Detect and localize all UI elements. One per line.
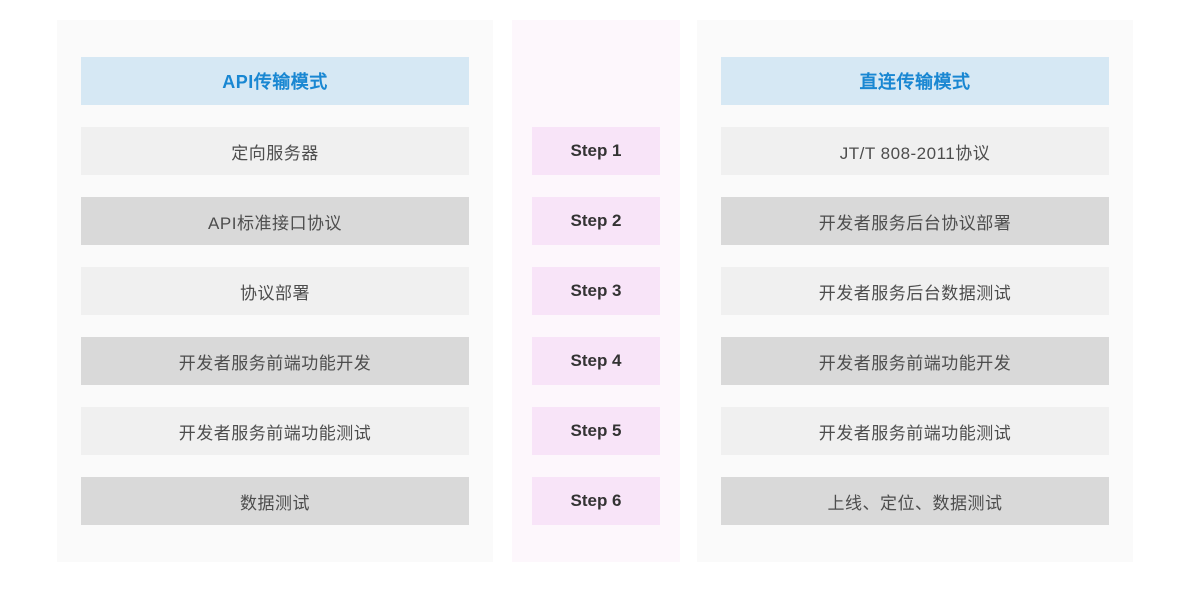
direct-mode-step-row: JT/T 808-2011协议 (721, 127, 1109, 175)
step-badge: Step 4 (532, 337, 660, 385)
api-mode-panel: API传输模式 定向服务器 API标准接口协议 协议部署 开发者服务前端功能开发… (57, 20, 493, 562)
api-mode-step-label: 定向服务器 (231, 143, 319, 163)
api-mode-step-row: API标准接口协议 (81, 197, 469, 245)
direct-mode-header-label: 直连传输模式 (859, 72, 971, 92)
direct-mode-step-label: 开发者服务前端功能开发 (818, 353, 1012, 373)
api-mode-step-row: 开发者服务前端功能开发 (81, 337, 469, 385)
step-badge-label: Step 5 (570, 421, 622, 440)
direct-mode-header: 直连传输模式 (721, 57, 1109, 105)
step-badge-label: Step 2 (570, 211, 622, 230)
step-badge: Step 3 (532, 267, 660, 315)
direct-mode-step-row: 开发者服务后台数据测试 (721, 267, 1109, 315)
direct-mode-step-row: 开发者服务前端功能测试 (721, 407, 1109, 455)
api-mode-step-label: 开发者服务前端功能测试 (178, 423, 372, 443)
direct-mode-step-label: 上线、定位、数据测试 (827, 493, 1003, 513)
step-badge: Step 5 (532, 407, 660, 455)
api-mode-step-row: 开发者服务前端功能测试 (81, 407, 469, 455)
step-badge-label: Step 3 (570, 281, 622, 300)
steps-panel: Step 1 Step 2 Step 3 Step 4 Step 5 Step … (512, 20, 680, 562)
direct-mode-step-label: 开发者服务后台协议部署 (818, 213, 1012, 233)
direct-mode-step-label: 开发者服务前端功能测试 (818, 423, 1012, 443)
direct-mode-step-row: 开发者服务前端功能开发 (721, 337, 1109, 385)
api-mode-header: API传输模式 (81, 57, 469, 105)
step-badge: Step 1 (532, 127, 660, 175)
step-badge-label: Step 6 (570, 491, 622, 510)
api-mode-step-label: 协议部署 (240, 283, 310, 303)
direct-mode-step-row: 开发者服务后台协议部署 (721, 197, 1109, 245)
api-mode-step-label: 开发者服务前端功能开发 (178, 353, 372, 373)
api-mode-step-row: 协议部署 (81, 267, 469, 315)
step-badge: Step 2 (532, 197, 660, 245)
step-badge-label: Step 1 (570, 141, 622, 160)
api-mode-step-row: 定向服务器 (81, 127, 469, 175)
direct-mode-step-label: JT/T 808-2011协议 (839, 143, 991, 163)
api-mode-header-label: API传输模式 (222, 72, 328, 92)
direct-mode-step-row: 上线、定位、数据测试 (721, 477, 1109, 525)
step-badge-label: Step 4 (570, 351, 622, 370)
api-mode-step-label: API标准接口协议 (208, 213, 342, 233)
step-badge: Step 6 (532, 477, 660, 525)
api-mode-step-label: 数据测试 (240, 493, 310, 513)
direct-mode-step-label: 开发者服务后台数据测试 (818, 283, 1012, 303)
api-mode-step-row: 数据测试 (81, 477, 469, 525)
direct-mode-panel: 直连传输模式 JT/T 808-2011协议 开发者服务后台协议部署 开发者服务… (697, 20, 1133, 562)
